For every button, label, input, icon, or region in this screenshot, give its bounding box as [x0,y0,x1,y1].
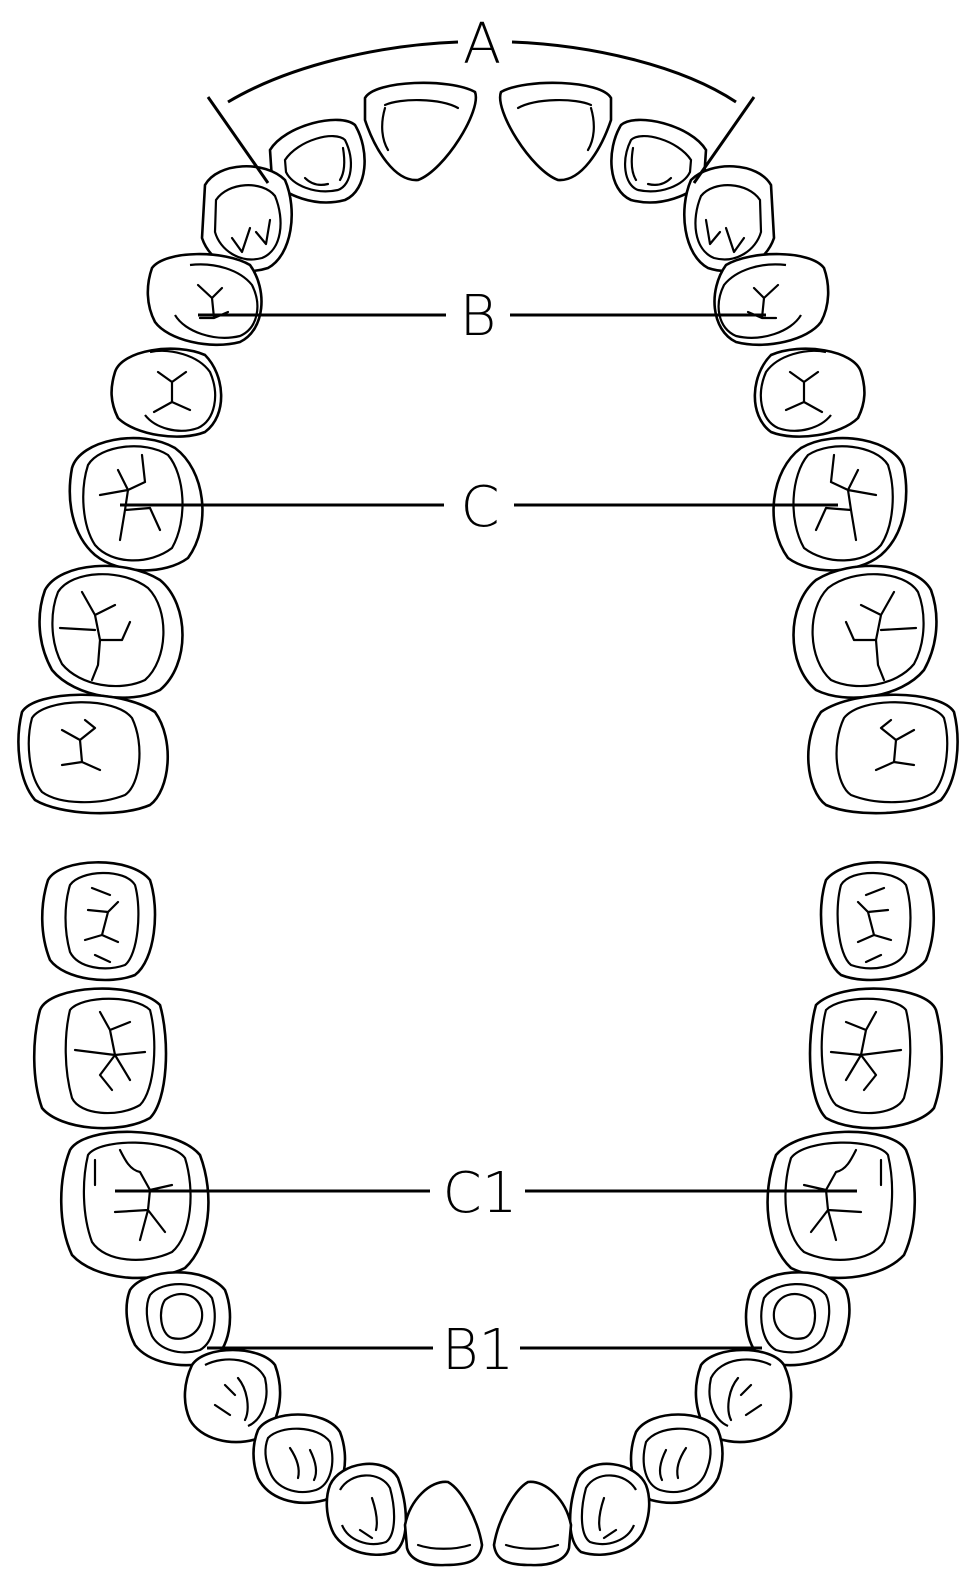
lower-tooth-central-incisor-left [494,1482,571,1565]
upper-tooth-premolar-2-left [755,349,865,437]
lower-tooth-molar-3-left [821,862,934,980]
upper-tooth-molar-3-left [808,695,957,813]
lower-tooth-molar-1-left [768,1132,915,1278]
lower-tooth-molar-1-right [61,1132,208,1278]
upper-arch [18,83,957,813]
lower-tooth-lateral-incisor-right [327,1464,406,1555]
upper-tooth-molar-3-right [18,695,167,813]
measurement-b: B [198,284,766,349]
upper-tooth-molar-2-right [40,566,183,698]
lower-tooth-central-incisor-right [405,1482,482,1565]
label-c1: C1 [443,1161,518,1226]
upper-tooth-premolar-1-right [148,254,262,345]
upper-tooth-premolar-1-left [715,254,829,345]
label-b: B [460,284,497,349]
measurement-b1: B1 [207,1318,762,1383]
upper-tooth-premolar-2-right [112,349,222,437]
label-c: C [460,475,499,540]
label-a: A [463,12,501,77]
measurement-c1: C1 [115,1161,857,1226]
lower-tooth-molar-2-right [34,989,166,1129]
upper-tooth-central-incisor-left [500,83,611,180]
upper-tooth-central-incisor-right [365,83,476,180]
upper-tooth-molar-2-left [794,566,937,698]
label-b1: B1 [442,1318,514,1383]
measurement-c: C [120,475,838,540]
lower-tooth-molar-2-left [810,989,942,1129]
lower-tooth-lateral-incisor-left [570,1464,649,1555]
lower-tooth-molar-3-right [42,862,155,980]
